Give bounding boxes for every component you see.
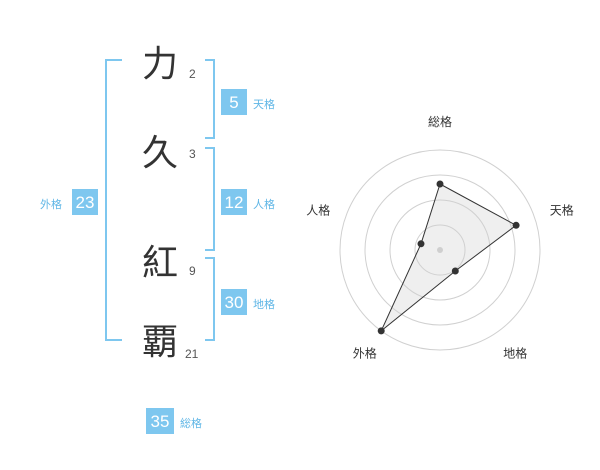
radar-axis-label-1: 総格: [428, 114, 452, 129]
chikaku-label: 地格: [253, 297, 275, 311]
radar-point-2: [512, 221, 520, 229]
name-char-1: 力: [142, 44, 178, 85]
name-char-2: 久: [142, 133, 178, 174]
jinkaku-bracket: [205, 147, 215, 251]
jinkaku-badge: 12 人格: [221, 189, 275, 215]
radar-axis-label-3: 地格: [503, 346, 527, 361]
gaikaku-bracket: [105, 59, 122, 341]
stroke-count-3: 9: [189, 264, 196, 278]
radar-point-5: [417, 240, 425, 248]
chikaku-value: 30: [225, 293, 244, 312]
radar-point-3: [451, 267, 459, 275]
name-char-4: 覇: [142, 322, 178, 363]
stroke-count-2: 3: [189, 147, 196, 161]
radar-center: [437, 247, 443, 253]
gaikaku-badge: 外格 23: [40, 189, 98, 215]
tenkaku-badge: 5 天格: [221, 89, 275, 115]
stroke-count-1: 2: [189, 67, 196, 81]
soukaku-badge: 35 総格: [146, 408, 202, 434]
radar-axis-label-2: 天格: [550, 202, 574, 217]
radar-polygon: [380, 183, 518, 332]
radar-axis-label-4: 外格: [353, 346, 377, 361]
gaikaku-label: 外格: [40, 197, 62, 211]
soukaku-value: 35: [151, 412, 170, 431]
radar-ring-2: [389, 199, 491, 301]
chikaku-badge: 30 地格: [221, 289, 275, 315]
tenkaku-value: 5: [229, 93, 238, 112]
name-char-3: 紅: [142, 243, 178, 284]
radar-ring-1: [414, 224, 466, 276]
radar-point-4: [377, 327, 385, 335]
radar-ring-4: [339, 149, 541, 351]
gaikaku-value: 23: [76, 193, 95, 212]
tenkaku-label: 天格: [253, 97, 275, 111]
jinkaku-value: 12: [225, 193, 244, 212]
radar-ring-3: [364, 174, 516, 326]
radar-axis-label-5: 人格: [306, 202, 330, 217]
soukaku-label: 総格: [180, 416, 202, 430]
jinkaku-label: 人格: [253, 197, 275, 211]
tenkaku-bracket: [205, 59, 215, 139]
chikaku-bracket: [205, 257, 215, 341]
radar-point-1: [436, 180, 444, 188]
stroke-count-4: 21: [185, 347, 199, 361]
